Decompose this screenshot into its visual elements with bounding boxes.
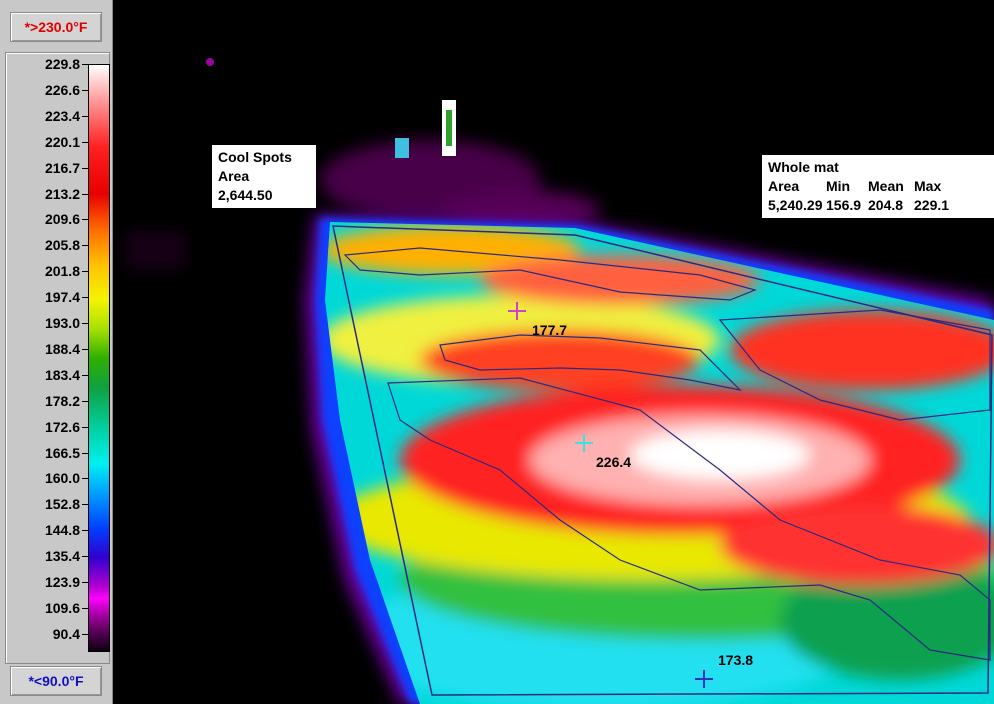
scale-tick-label: 178.2 xyxy=(10,393,88,409)
scale-tick-label: 90.4 xyxy=(10,626,88,642)
stat-header-max: Max xyxy=(914,178,942,194)
scale-tick-value: 90.4 xyxy=(52,625,80,642)
scale-tick-label: 197.4 xyxy=(10,289,88,305)
spot-label-1: 177.7 xyxy=(532,322,568,338)
temperature-scale-panel: *>230.0°F 229.8 226.6 223.4 220.1 216.7 213.2… xyxy=(0,0,113,704)
stat-value-max: 229.1 xyxy=(914,197,950,213)
stat-value-mean: 204.8 xyxy=(868,197,904,213)
scale-tick-value: 223.4 xyxy=(44,107,80,124)
cool-spots-label[interactable]: Cool Spots Area 2,644.50 xyxy=(212,145,316,208)
scale-tick-label: 188.4 xyxy=(10,341,88,357)
cool-spot-contour[interactable] xyxy=(343,247,991,661)
scale-tick-value: 205.8 xyxy=(44,237,80,254)
whole-mat-title: Whole mat xyxy=(768,159,839,175)
scale-tick-value: 152.8 xyxy=(44,496,80,513)
stat-value-min: 156.9 xyxy=(826,197,862,213)
scale-tick-value: 172.6 xyxy=(44,418,80,435)
scale-tick-value: 213.2 xyxy=(44,185,80,202)
scale-tick-label: 213.2 xyxy=(10,186,88,202)
scale-tick-value: 226.6 xyxy=(44,81,80,98)
scale-tick-label: 205.8 xyxy=(10,237,88,253)
stat-value-area: 5,240.29 xyxy=(768,197,823,213)
scale-tick-value: 209.6 xyxy=(44,211,80,228)
stat-header-mean: Mean xyxy=(868,178,904,194)
scale-tick-value: 188.4 xyxy=(44,340,80,357)
scale-tick-label: 172.6 xyxy=(10,419,88,435)
scale-tick-value: 178.2 xyxy=(44,392,80,409)
scale-tick-label: 216.7 xyxy=(10,160,88,176)
background-hot-objects xyxy=(206,58,456,158)
min-range-label[interactable]: *<90.0°F xyxy=(10,666,102,696)
cool-spots-area-label: Area xyxy=(218,168,250,184)
scale-tick-value: 193.0 xyxy=(44,315,80,331)
spot-marker-1[interactable] xyxy=(508,302,526,320)
color-scale-bar xyxy=(88,64,110,652)
scale-tick-value: 160.0 xyxy=(44,470,80,487)
scale-tick-value: 144.8 xyxy=(44,522,80,539)
scale-tick-label: 223.4 xyxy=(10,108,88,124)
scale-tick-label: 209.6 xyxy=(10,211,88,227)
max-range-label[interactable]: *>230.0°F xyxy=(10,12,102,42)
scale-tick-value: 166.5 xyxy=(44,444,80,461)
spot-marker-2[interactable] xyxy=(575,434,593,452)
mat-region-outline[interactable] xyxy=(332,225,993,696)
scale-tick-value: 197.4 xyxy=(44,289,80,306)
scale-tick-value: 135.4 xyxy=(44,548,80,565)
scale-tick-label: 229.8 xyxy=(10,56,88,72)
scale-tick-label: 220.1 xyxy=(10,134,88,150)
whole-mat-stats[interactable]: Whole mat Area Min Mean Max 5,240.29 156… xyxy=(762,155,994,218)
scale-tick-label: 135.4 xyxy=(10,548,88,564)
scale-tick-value: 109.6 xyxy=(44,599,80,616)
scale-tick-label: 166.5 xyxy=(10,445,88,461)
scale-tick-value: 183.4 xyxy=(44,366,80,383)
scale-tick-label: 123.9 xyxy=(10,574,88,590)
thermal-image xyxy=(113,0,994,704)
spot-label-2: 226.4 xyxy=(596,454,632,470)
scale-tick-value: 216.7 xyxy=(44,159,80,176)
scale-tick-label: 201.8 xyxy=(10,263,88,279)
spot-marker-3[interactable] xyxy=(695,670,713,688)
scale-tick-label: 226.6 xyxy=(10,82,88,98)
stat-header-area: Area xyxy=(768,178,800,194)
scale-tick-label: 183.4 xyxy=(10,367,88,383)
stat-header-min: Min xyxy=(826,178,851,194)
scale-tick-label: 193.0 xyxy=(10,315,88,331)
scale-tick-value: 123.9 xyxy=(44,574,80,590)
scale-tick-value: 220.1 xyxy=(44,133,80,150)
scale-tick-label: 109.6 xyxy=(10,600,88,616)
scale-tick-label: 144.8 xyxy=(10,522,88,538)
scale-tick-value: 229.8 xyxy=(44,56,80,72)
scale-tick-value: 201.8 xyxy=(44,263,80,280)
scale-tick-label: 160.0 xyxy=(10,470,88,486)
scale-tick-label: 152.8 xyxy=(10,496,88,512)
cool-spots-title: Cool Spots xyxy=(218,149,292,165)
cool-spots-area-value: 2,644.50 xyxy=(218,187,273,203)
spot-label-3: 173.8 xyxy=(718,652,754,668)
